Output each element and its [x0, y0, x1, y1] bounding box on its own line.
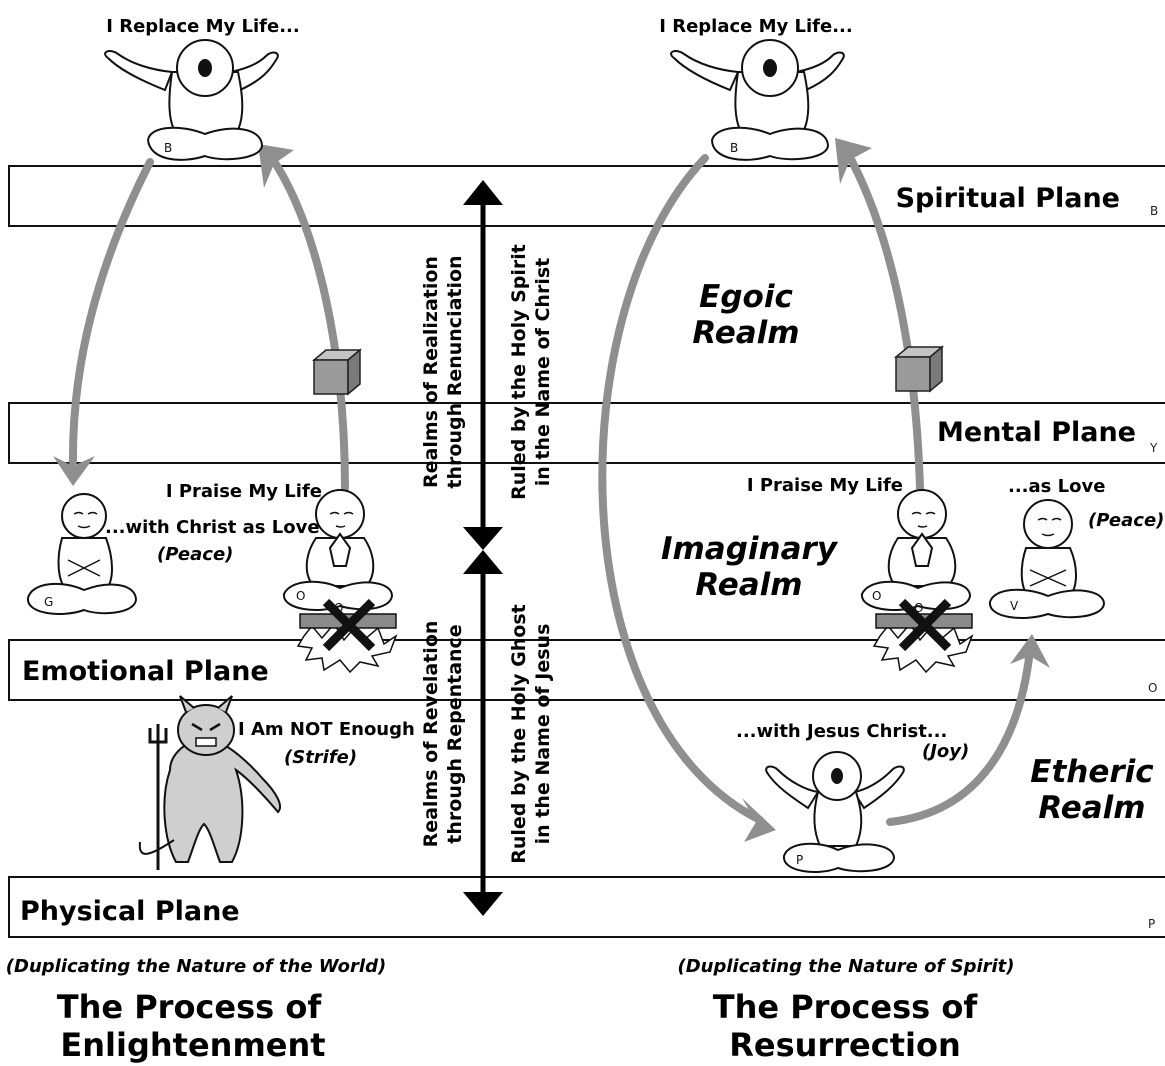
right-top-figure: B: [670, 39, 845, 161]
left-top-figure-letter: B: [164, 141, 172, 155]
left-praise-caption: I Praise My Life: [166, 481, 322, 502]
right-praise-letter-2: O: [914, 601, 923, 615]
emotional-plane-band: [8, 639, 1165, 701]
lower-col1-line1: Realms of Revelation: [420, 621, 442, 848]
devil-figure: [138, 695, 281, 870]
etheric-realm-line1: Etheric: [1030, 754, 1154, 790]
left-praise-figure: O O: [283, 489, 394, 615]
right-jesus-figure: P: [765, 751, 905, 873]
egoic-realm-line1: Egoic: [699, 279, 793, 315]
left-ascent-arrow-path: [268, 154, 349, 492]
lower-col2-line1: Ruled by the Holy Ghost: [508, 604, 530, 864]
left-crossed-bars-icon: [296, 598, 398, 674]
left-title-line2: Enlightenment: [60, 1026, 325, 1064]
right-etheric-arrow-path: [886, 646, 1034, 826]
right-jesus-figure-letter: P: [796, 853, 803, 867]
plane-bands: [8, 165, 1165, 938]
left-descent-arrow-path: [68, 158, 154, 466]
center-axis: [463, 180, 503, 916]
right-descent-arrow-path: [598, 154, 764, 824]
right-top-figure-letter: B: [730, 141, 738, 155]
left-peace-figure-letter: G: [44, 595, 53, 609]
mental-plane-label: Mental Plane: [937, 417, 1136, 448]
physical-plane-band: [8, 876, 1165, 938]
right-praise-letter-1: O: [872, 589, 881, 603]
right-praise-caption: I Praise My Life: [747, 475, 903, 496]
left-christ-sub: (Peace): [157, 544, 233, 565]
mental-plane-letter: Y: [1149, 441, 1158, 455]
right-crossed-bars-icon: [872, 598, 974, 674]
right-love-caption: ...as Love: [1008, 476, 1105, 497]
upper-col2-line2: in the Name of Christ: [532, 258, 554, 486]
left-top-figure: B: [104, 39, 279, 161]
left-cube-icon: [311, 348, 363, 396]
egoic-realm-line2: Realm: [692, 315, 799, 351]
spiritual-plane-label: Spiritual Plane: [896, 183, 1120, 214]
physical-plane-letter: P: [1148, 917, 1155, 931]
left-title-line1: The Process of: [57, 988, 323, 1026]
emotional-plane-letter: O: [1148, 681, 1157, 695]
right-love-figure: V: [989, 499, 1106, 619]
imaginary-realm-line2: Realm: [695, 567, 802, 603]
upper-axis-arrow-down: [463, 527, 503, 550]
physical-plane-label: Physical Plane: [20, 896, 240, 927]
left-peace-figure: G: [27, 493, 138, 615]
right-etheric-arrowhead: [1010, 634, 1050, 668]
left-praise-letter-1: O: [296, 589, 305, 603]
left-christ-caption: ...with Christ as Love: [105, 517, 320, 538]
mental-plane-band: [8, 402, 1165, 464]
right-title-line2: Resurrection: [729, 1026, 960, 1064]
right-descent-arrowhead: [742, 798, 776, 842]
upper-col1-line1: Realms of Realization: [420, 256, 442, 488]
spiritual-plane-letter: B: [1150, 204, 1158, 218]
lower-col1-line2: through Repentance: [444, 624, 466, 843]
upper-col2-line1: Ruled by the Holy Spirit: [508, 244, 530, 500]
right-praise-figure: O O: [861, 489, 972, 615]
right-top-caption: I Replace My Life...: [659, 16, 852, 37]
emotional-plane-label: Emotional Plane: [22, 656, 269, 687]
right-jesus-sub: (Joy): [922, 741, 969, 762]
upper-axis-arrow-up: [463, 180, 503, 205]
right-love-sub: (Peace): [1088, 510, 1164, 531]
imaginary-realm-line1: Imaginary: [661, 531, 839, 567]
left-descent-arrowhead: [53, 456, 95, 486]
spiritual-plane-band: [8, 165, 1165, 227]
lower-col2-line2: in the Name of Jesus: [532, 624, 554, 845]
right-jesus-caption: ...with Jesus Christ...: [736, 721, 947, 742]
right-cube-icon: [893, 345, 945, 393]
left-top-caption: I Replace My Life...: [106, 16, 299, 37]
left-ascent-arrowhead: [258, 144, 294, 188]
lower-axis-arrow-down: [463, 892, 503, 916]
devil-caption: I Am NOT Enough: [238, 719, 415, 740]
right-subtitle: (Duplicating the Nature of Spirit): [678, 956, 1015, 977]
left-subtitle: (Duplicating the Nature of the World): [6, 956, 386, 977]
right-love-figure-letter: V: [1010, 599, 1019, 613]
upper-col1-line2: through Renunciation: [444, 255, 466, 488]
left-praise-letter-2: O: [334, 601, 343, 615]
right-ascent-arrowhead: [835, 138, 872, 184]
right-ascent-arrow-path: [842, 146, 924, 492]
right-title-line1: The Process of: [713, 988, 979, 1026]
devil-sub: (Strife): [284, 747, 357, 768]
etheric-realm-line2: Realm: [1038, 790, 1145, 826]
lower-axis-arrow-up: [463, 550, 503, 574]
